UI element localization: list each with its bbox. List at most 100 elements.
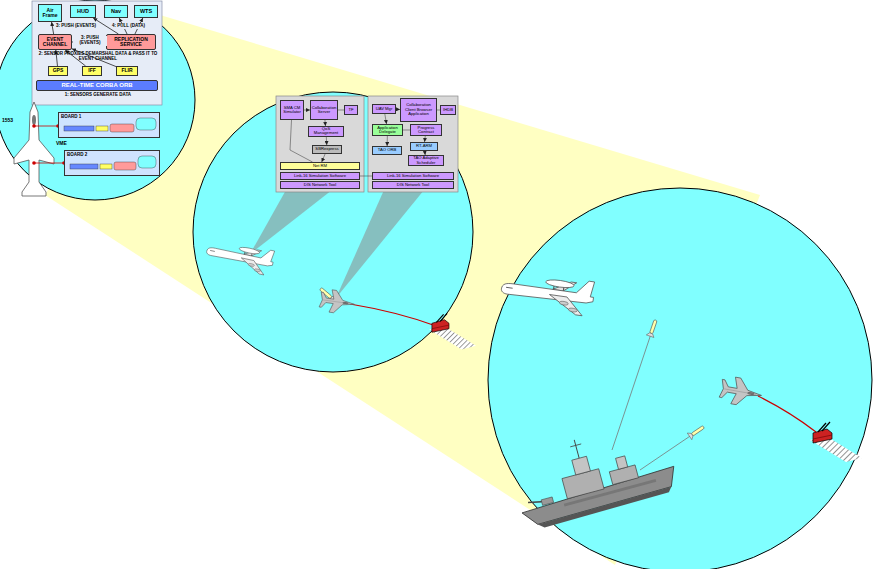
component-box: DIS Network Tool [372,181,454,189]
edge-label: 3: PUSH (EVENTS) [73,36,107,46]
component-box: TAO ORB [372,146,402,155]
component-box: IHDB [440,105,456,115]
box-text: QoS Management [310,127,342,136]
component-box: FLIR [116,66,138,76]
component-box: SMA CM Simulator [280,100,304,120]
box-text: UAV Mgr [376,107,393,111]
box-text: TAO Adaptive Scheduler [410,156,442,165]
fighter-jet [718,375,763,409]
bus-label: 1553 [2,118,24,124]
software-panel [32,1,162,105]
connector [385,114,387,124]
bus-label: VME [56,141,78,147]
box-text: SBRexpress [315,147,338,151]
connector [52,22,54,34]
box-text: TAO ORB [378,148,397,152]
box-text: REAL-TIME CORBA ORB [61,82,132,88]
fighter-jet [319,288,356,315]
missile [687,424,706,440]
box-text: Progress Contract [412,126,440,135]
board-fill [58,112,160,138]
step-note: 2: SENSOR PROXIES DEMARSHAL DATA & PASS … [38,52,158,62]
board-block [138,156,156,168]
component-box: SBRexpress [312,145,342,154]
box-text: Application Delegate [374,126,401,135]
laser-line [758,396,816,432]
component-box: Link-16 Simulation Software [280,172,360,180]
box-text: RT-ARM [416,144,432,148]
connector [360,176,372,177]
box-text: Net RM [313,164,327,168]
callout-wedge [336,190,424,298]
component-box: DIS Network Tool [280,181,360,189]
board-block [114,162,136,170]
box-text: HUD [77,9,89,15]
step-note: 1: SENSORS GENERATE DATA [46,93,150,98]
component-box: IFF [82,66,102,76]
box-text: EVENT CHANNEL [40,37,70,48]
component-box: REPLICATION SERVICE [106,34,156,50]
board-block [64,126,94,131]
wire-dot [32,161,36,165]
box-text: Collaboration Server [312,106,337,115]
missile [646,319,659,338]
board-block [70,164,98,169]
box-text: BOARD 1 [61,115,81,120]
component-box: Collaboration Server [310,100,338,120]
box-text: Collaboration Client Browser Application [402,103,435,116]
component-box: Link-16 Simulation Software [372,172,454,180]
box-text: TF [348,108,353,112]
missile-trail [612,322,655,450]
bus-wire [34,163,64,164]
awacs-aircraft [499,269,595,317]
box-text: Link-16 Simulation Software [387,174,439,178]
box-text: WTS [140,9,152,15]
board-fill [64,150,160,176]
box-text: GPS [53,68,64,73]
board-block [96,126,108,131]
component-box: EVENT CHANNEL [38,34,72,50]
board-block [136,118,156,130]
connector [403,130,410,131]
component-box: Collaboration Client Browser Application [400,98,437,122]
component-box: Air Frame [38,4,62,22]
board-box: BOARD 2 [64,150,160,176]
component-box: QoS Management [308,126,344,137]
scene-circle [488,188,872,569]
connector [387,136,388,146]
awacs-aircraft [204,237,275,276]
box-text: SMA CM Simulator [282,106,302,115]
component-box: HUD [70,5,96,18]
warship [500,417,680,534]
box-text: DIS Network Tool [304,183,336,187]
component-box: GPS [48,66,68,76]
component-box: TAO Adaptive Scheduler [408,155,444,166]
wire-dot [32,124,36,128]
component-box: WTS [134,5,158,18]
aircraft-top-view [14,102,54,196]
component-box: Application Delegate [372,124,403,136]
edge-label: 4: PULL (DATA) [112,24,158,29]
component-box: TF [344,105,358,115]
box-text: FLIR [121,68,132,73]
bus-wire [34,126,58,127]
ground-target [810,422,862,462]
box-text: IHDB [443,108,453,112]
canopy [32,115,36,125]
edge-label: 3: PUSH (EVENTS) [56,24,102,29]
connector [322,154,325,162]
software-panel [276,96,364,192]
component-box: RT-ARM [410,142,438,151]
callout-wedge [250,190,332,254]
board-block [110,124,134,132]
laser-line [350,304,436,326]
component-box: REAL-TIME CORBA ORB [36,80,158,91]
box-text: Link-16 Simulation Software [294,174,346,178]
box-text: IFF [88,68,96,73]
box-text: BOARD 2 [67,153,87,158]
component-box: Progress Contract [410,124,442,136]
component-box: Nav [104,5,128,18]
scene-circle [0,0,195,200]
